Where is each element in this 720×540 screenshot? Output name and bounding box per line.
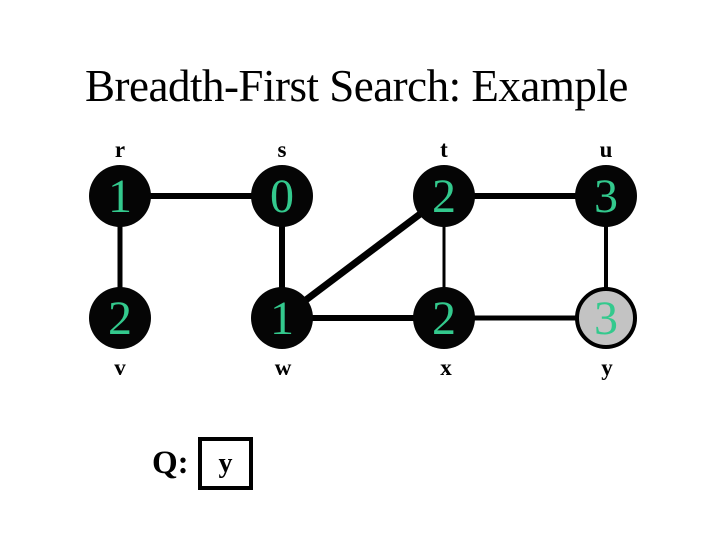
queue-item: y [218,447,233,479]
node-distance-value: 1 [270,292,294,345]
graph-node-r: 1 [89,165,151,227]
graph-node-x: 2 [413,287,475,349]
graph-node-u: 3 [575,165,637,227]
graph-node-t: 2 [413,165,475,227]
vertex-label-r: r [114,137,126,162]
node-distance-value: 0 [270,170,294,223]
graph-node-w: 1 [251,287,313,349]
vertex-label-v: v [114,355,126,380]
node-distance-value: 3 [594,292,618,345]
graph-node-v: 2 [89,287,151,349]
node-distance-value: 2 [432,170,456,223]
queue-item-box: y [198,437,253,490]
node-distance-value: 3 [594,170,618,223]
graph-node-y: 3 [575,287,637,349]
vertex-label-t: t [440,137,448,162]
vertex-label-w: w [274,355,292,380]
node-distance-value: 2 [108,292,132,345]
vertex-label-u: u [599,137,613,162]
node-distance-value: 2 [432,292,456,345]
edge-w-t [279,193,447,321]
vertex-label-y: y [601,355,613,380]
vertex-label-x: x [440,355,452,380]
vertex-label-s: s [277,137,287,162]
page-title: Breadth-First Search: Example [85,61,628,111]
graph-node-s: 0 [251,165,313,227]
queue-label: Q: [152,445,189,481]
node-distance-value: 1 [108,170,132,223]
